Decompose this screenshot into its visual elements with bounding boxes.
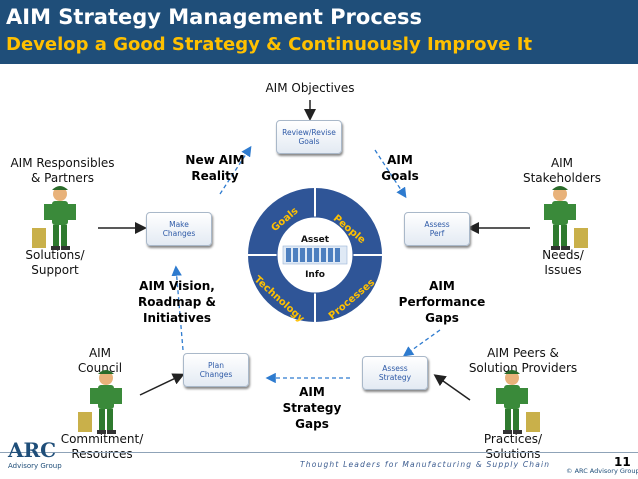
aim-objectives-label: AIM Objectives: [265, 81, 355, 95]
peers-arrow: [433, 374, 471, 401]
stakeholders-label: AIM Stakeholders: [522, 156, 602, 185]
stakeholders-output-label: Needs/ Issues: [542, 248, 584, 277]
council-output-label: Commitment/ Resources: [60, 432, 144, 461]
new-aim-reality-label: New AIM Reality: [185, 153, 245, 183]
wheel-inner-asset: Asset: [300, 235, 330, 245]
page-subtitle: Develop a Good Strategy & Continuously I…: [6, 34, 533, 55]
footer-tagline: Thought Leaders for Manufacturing & Supp…: [300, 460, 551, 469]
aim-performance-gaps-label: AIM Performance Gaps: [398, 279, 486, 325]
footer-divider: [0, 452, 638, 453]
center-wheel: [246, 186, 384, 324]
arc-logo: ARC: [8, 438, 57, 462]
plan-changes-box: Plan Changes: [183, 353, 249, 387]
responsibles-output-label: Solutions/ Support: [25, 248, 85, 277]
wheel-inner-info: Info: [305, 270, 325, 280]
assess-strategy-box: Assess Strategy: [362, 356, 428, 390]
cycle-arrow-1: [219, 145, 252, 195]
council-label: AIM Council: [77, 346, 123, 375]
make-changes-box: Make Changes: [146, 212, 212, 246]
page-number: 11: [614, 455, 631, 469]
aim-goals-label: AIM Goals: [381, 153, 419, 183]
peers-label: AIM Peers & Solution Providers: [468, 346, 578, 375]
responsibles-label: AIM Responsibles & Partners: [10, 156, 115, 185]
worker-figure-icon: [32, 186, 76, 250]
peers-output-label: Practices/ Solutions: [483, 432, 543, 461]
page-title: AIM Strategy Management Process: [6, 5, 423, 29]
header-banner: AIM Strategy Management Process Develop …: [0, 0, 638, 64]
worker-figure-icon: [544, 186, 588, 250]
cycle-arrow-2: [374, 149, 407, 199]
worker-figure-icon: [496, 370, 540, 434]
arc-logo-subtitle: Advisory Group: [8, 462, 62, 470]
worker-figure-icon: [78, 370, 122, 434]
council-arrow: [139, 373, 185, 396]
cycle-arrow-3: [402, 329, 441, 357]
aim-strategy-gaps-label: AIM Strategy Gaps: [282, 385, 342, 431]
copyright-text: © ARC Advisory Group: [566, 467, 638, 475]
aim-vision-label: AIM Vision, Roadmap & Initiatives: [137, 279, 216, 325]
assess-perf-box: Assess Perf: [404, 212, 470, 246]
review-revise-goals-box: Review/Revise Goals: [276, 120, 342, 154]
